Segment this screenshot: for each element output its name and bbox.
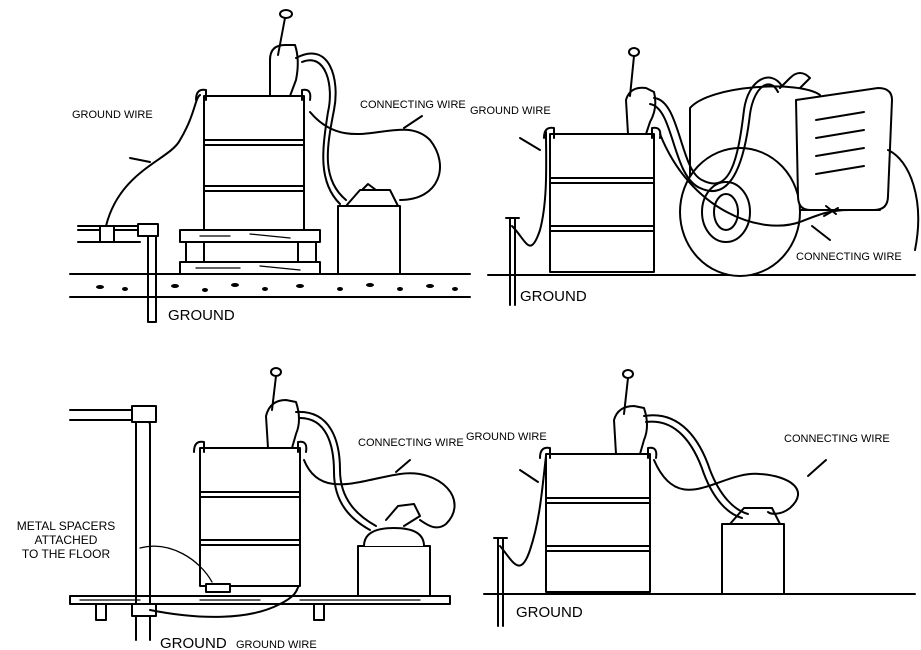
ground-rod xyxy=(493,537,508,627)
connecting-wire xyxy=(303,459,456,529)
hose xyxy=(295,410,377,527)
ground-wire xyxy=(149,583,301,618)
hand-pump xyxy=(265,367,300,449)
label-ground: GROUND xyxy=(516,604,583,621)
hand-pump xyxy=(613,369,648,455)
connecting-wire xyxy=(309,111,441,201)
label-metal-spacers-line3: TO THE FLOOR xyxy=(22,547,111,561)
safety-can xyxy=(357,503,431,597)
label-ground: GROUND xyxy=(160,635,227,650)
label-ground-wire: GROUND WIRE xyxy=(72,109,153,121)
label-ground: GROUND xyxy=(520,288,587,305)
hose xyxy=(653,76,783,185)
label-connecting-wire: CONNECTING WIRE xyxy=(358,437,464,449)
label-connecting-wire: CONNECTING WIRE xyxy=(784,433,890,445)
panel-top-left: GROUND WIRE CONNECTING WIRE GROUND xyxy=(69,9,471,324)
floor-slab xyxy=(69,595,451,621)
label-ground-wire: GROUND WIRE xyxy=(466,431,547,443)
drum xyxy=(543,126,662,273)
hand-pump xyxy=(269,9,299,97)
drum xyxy=(539,446,658,593)
drum xyxy=(193,440,308,593)
panel-top-right: GROUND WIRE CONNECTING WIRE GROUND xyxy=(470,47,920,306)
ground-wire xyxy=(105,94,201,227)
label-ground-wire: GROUND WIRE xyxy=(236,639,317,650)
label-connecting-wire: CONNECTING WIRE xyxy=(360,99,466,111)
label-metal-spacers-line2: ATTACHED xyxy=(35,533,98,547)
label-ground-wire: GROUND WIRE xyxy=(470,105,551,117)
floor xyxy=(69,273,471,298)
ground-wire xyxy=(499,455,547,567)
label-connecting-wire: CONNECTING WIRE xyxy=(796,251,902,263)
tractor xyxy=(679,72,920,277)
wooden-stand xyxy=(179,229,321,275)
safety-can xyxy=(337,183,401,275)
water-pipe xyxy=(77,223,159,323)
panel-bottom-left: CONNECTING WIRE METAL SPACERS ATTACHED T… xyxy=(17,367,464,650)
water-pipe xyxy=(69,405,157,641)
ground-rod xyxy=(505,217,520,306)
label-ground: GROUND xyxy=(168,307,235,324)
panel-bottom-right: GROUND WIRE CONNECTING WIRE GROUND xyxy=(466,369,916,627)
drum xyxy=(195,88,312,231)
hand-pump xyxy=(625,47,657,135)
ground-wire xyxy=(511,131,548,247)
hose xyxy=(643,414,749,515)
hose xyxy=(295,52,347,201)
safety-can xyxy=(721,507,785,595)
label-metal-spacers-line1: METAL SPACERS xyxy=(17,519,115,533)
connecting-wire xyxy=(653,459,800,515)
